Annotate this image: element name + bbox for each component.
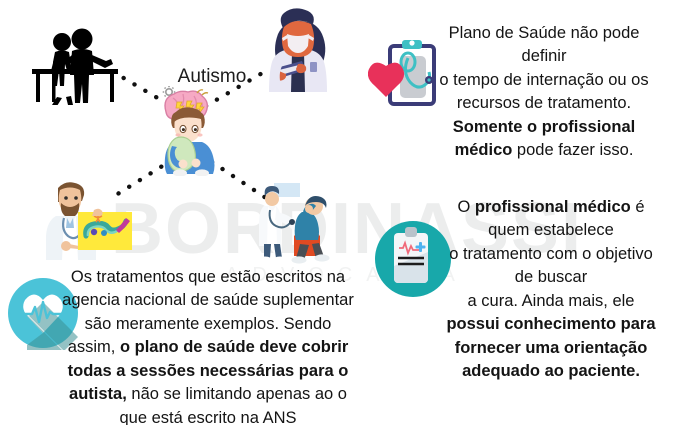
text-run: de buscar	[514, 268, 588, 287]
text-run-bold: autista,	[69, 385, 127, 404]
assessment-pictogram-icon	[30, 25, 122, 105]
text-line: Somente o profissional	[408, 116, 680, 139]
connector-to-doctor-patient	[209, 159, 275, 205]
text-run: o tempo de internação ou os	[439, 70, 649, 89]
text-run-bold: adequado ao paciente.	[462, 361, 640, 380]
clipboard-circle-icon	[372, 218, 454, 300]
text-run: é	[630, 198, 645, 216]
text-line: médico pode fazer isso.	[408, 139, 680, 162]
text-run: não se limitando apenas ao o	[126, 385, 347, 404]
text-run: quem estabelece	[488, 221, 614, 240]
text-line: definir	[408, 45, 680, 68]
text-run: recursos de tratamento.	[456, 94, 632, 113]
text-run: a cura. Ainda mais, ele	[467, 291, 635, 310]
text-line: todas a sessões necessárias para o	[48, 360, 368, 383]
female-doctor-icon	[252, 8, 344, 100]
text-line: o tratamento com o objetivo	[420, 243, 682, 266]
text-run-bold: médico	[454, 141, 513, 160]
text-run: assim,	[67, 338, 120, 357]
text-run: Os tratamentos que estão escritos na	[70, 268, 346, 286]
heartbeat-circle-icon	[6, 276, 80, 350]
text-run: pode fazer isso.	[512, 141, 634, 160]
connector-to-female-doctor	[203, 69, 267, 109]
text-run: definir	[521, 47, 567, 66]
text-line: adequado ao paciente.	[420, 360, 682, 383]
connector-to-doctor-poster	[105, 157, 175, 203]
text-run-bold: Somente o profissional	[452, 117, 636, 136]
text-run: Plano de Saúde não pode	[448, 24, 640, 42]
text-line: fornecer uma orientação	[420, 337, 682, 360]
text-line: o tempo de internação ou os	[408, 69, 680, 92]
center-label-autismo: Autismo	[177, 66, 247, 87]
doctor-poster-icon	[36, 178, 140, 260]
text-line: autista, não se limitando apenas ao o	[48, 383, 368, 406]
autistic-child-icon	[150, 86, 228, 176]
text-line: a cura. Ainda mais, ele	[420, 290, 682, 313]
text-run-bold: todas a sessões necessárias para o	[67, 361, 349, 380]
doctor-patient-icon	[252, 182, 348, 266]
text-block-top-right: Plano de Saúde não pode definir o tempo de…	[408, 22, 680, 163]
text-line: de buscar	[420, 266, 682, 289]
clipboard-heart-icon	[368, 36, 456, 120]
text-line: Os tratamentos que estão escritos na	[48, 266, 368, 289]
text-run: O	[457, 198, 475, 216]
text-line: agencia nacional de saúde suplementar	[48, 289, 368, 312]
text-run-bold: profissional médico	[474, 198, 631, 216]
text-line: Plano de Saúde não pode	[408, 22, 680, 45]
text-run: são meramente exemplos. Sendo	[84, 314, 332, 333]
text-line: O profissional médico é	[420, 196, 682, 219]
text-line: quem estabelece	[420, 219, 682, 242]
text-run-bold: fornecer uma orientação	[454, 338, 648, 357]
text-line: são meramente exemplos. Sendo	[48, 313, 368, 336]
text-run: o tratamento com o objetivo	[449, 244, 653, 263]
text-run: que está escrito na ANS	[119, 408, 297, 425]
text-block-bottom-left: Os tratamentos que estão escritos na agen…	[48, 266, 368, 425]
text-line: que está escrito na ANS	[48, 407, 368, 425]
text-run: agencia nacional de saúde suplementar	[62, 291, 354, 310]
text-run-bold: o plano de saúde deve cobrir	[119, 338, 349, 357]
text-line: assim, o plano de saúde deve cobrir	[48, 336, 368, 359]
text-block-mid-right: O profissional médico é quem estabelece o …	[420, 196, 682, 383]
text-line: possui conhecimento para	[420, 313, 682, 336]
text-run-bold: possui conhecimento para	[446, 315, 656, 334]
text-line: recursos de tratamento.	[408, 92, 680, 115]
